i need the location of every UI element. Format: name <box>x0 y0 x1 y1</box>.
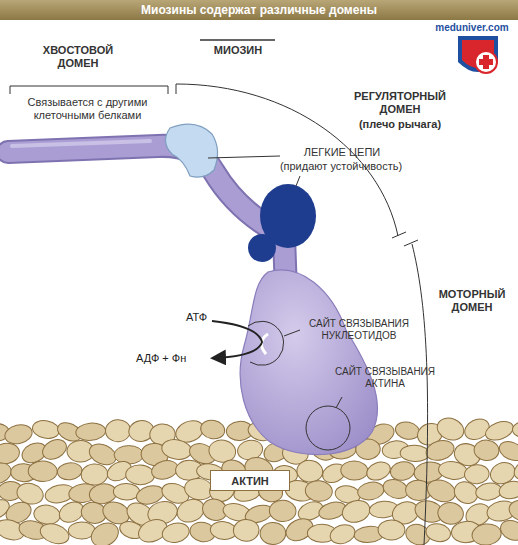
logo-cross <box>479 55 493 69</box>
actin-monomer <box>475 481 503 501</box>
actin-monomer <box>75 422 106 442</box>
motor-bracket <box>412 244 428 545</box>
title: Миозины содержат различные домены <box>141 3 377 17</box>
logo-circle <box>475 51 497 73</box>
watermark: meduniver.com <box>428 22 516 34</box>
atp-arrow <box>212 321 262 358</box>
actin-monomer <box>260 522 286 544</box>
actin-monomer <box>438 460 469 481</box>
actin-monomer <box>378 520 405 540</box>
actin-monomer <box>340 497 373 525</box>
actin-monomer <box>434 414 467 443</box>
actin-monomer <box>105 419 131 442</box>
logo-shield <box>458 36 498 72</box>
part-note: (придают устойчивость) <box>268 160 414 173</box>
molecule-label: АТФ <box>186 311 216 324</box>
actin-monomer <box>389 460 417 483</box>
tail-highlight <box>12 141 150 146</box>
actin-monomer <box>511 455 518 484</box>
actin-monomer <box>473 439 499 461</box>
actin-monomer <box>199 418 226 441</box>
myosin-tail <box>8 146 286 292</box>
actin-monomer <box>424 437 457 463</box>
leader-line <box>296 176 300 186</box>
leader-line <box>284 330 300 336</box>
actin-monomer <box>233 519 260 542</box>
myosin-bar <box>200 39 275 41</box>
site-circle <box>248 321 284 365</box>
actin-monomer <box>31 419 61 441</box>
leader-line <box>208 156 280 158</box>
actin-monomer <box>340 460 368 480</box>
actin-monomer <box>87 518 122 545</box>
actin-monomer <box>496 438 518 464</box>
actin-monomer <box>160 520 191 545</box>
actin-monomer <box>498 479 518 501</box>
actin-monomer <box>356 480 385 502</box>
leader-line <box>336 397 342 408</box>
actin-monomer <box>471 522 503 545</box>
actin-monomer <box>38 520 72 545</box>
note-text: Связывается с другими клеточными белками <box>20 96 155 122</box>
actin-monomer <box>160 438 192 462</box>
domain-label: РЕГУЛЯТОРНЫЙ ДОМЕН <box>345 90 455 116</box>
actin-monomer <box>113 483 139 500</box>
site-circle <box>306 406 350 450</box>
site-label: САЙТ СВЯЗЫВАНИЯ АКТИНА <box>326 366 444 390</box>
tail-bracket <box>10 86 168 94</box>
nucleotide-pocket <box>261 334 268 354</box>
actin-monomer <box>80 463 108 486</box>
actin-monomer <box>0 441 21 466</box>
actin-monomer <box>28 461 58 482</box>
actin-monomer <box>328 522 358 545</box>
actin-monomer <box>400 445 430 462</box>
actin-monomer <box>464 464 490 485</box>
actin-monomer <box>39 436 70 464</box>
molecule-label: АДФ + Фн <box>136 352 206 365</box>
actin-monomer <box>114 446 143 464</box>
actin-monomer <box>296 459 324 483</box>
part-label: ЛЕГКИЕ ЦЕПИ <box>282 146 402 159</box>
light-chain <box>165 124 217 177</box>
actin-monomer <box>304 480 333 503</box>
bracket-tick <box>404 240 418 246</box>
actin-monomer <box>394 420 421 442</box>
domain-label: ХВОСТОВОЙ ДОМЕН <box>38 44 118 70</box>
label-box: АКТИН <box>210 470 290 491</box>
domain-label: МОТОРНЫЙ ДОМЕН <box>430 288 514 314</box>
actin-monomer <box>424 522 452 544</box>
myosin-tail-outline <box>8 146 286 292</box>
domain-note: (плечо рычага) <box>345 118 455 131</box>
box-text: АКТИН <box>231 475 269 487</box>
title-bar: Миозины содержат различные домены <box>0 0 518 20</box>
bracket-tick <box>392 232 406 238</box>
motor-head <box>240 270 377 455</box>
actin-filament <box>0 414 518 545</box>
site-label: САЙТ СВЯЗЫВАНИЯ НУКЛЕОТИДОВ <box>300 318 418 342</box>
actin-monomer <box>125 465 154 486</box>
protein-label: МИОЗИН <box>205 44 271 57</box>
actin-monomer <box>497 517 518 544</box>
actin-monomer <box>269 500 297 523</box>
actin-monomer <box>512 421 518 438</box>
light-chain-lobe <box>248 234 276 262</box>
actin-monomer <box>56 461 82 481</box>
